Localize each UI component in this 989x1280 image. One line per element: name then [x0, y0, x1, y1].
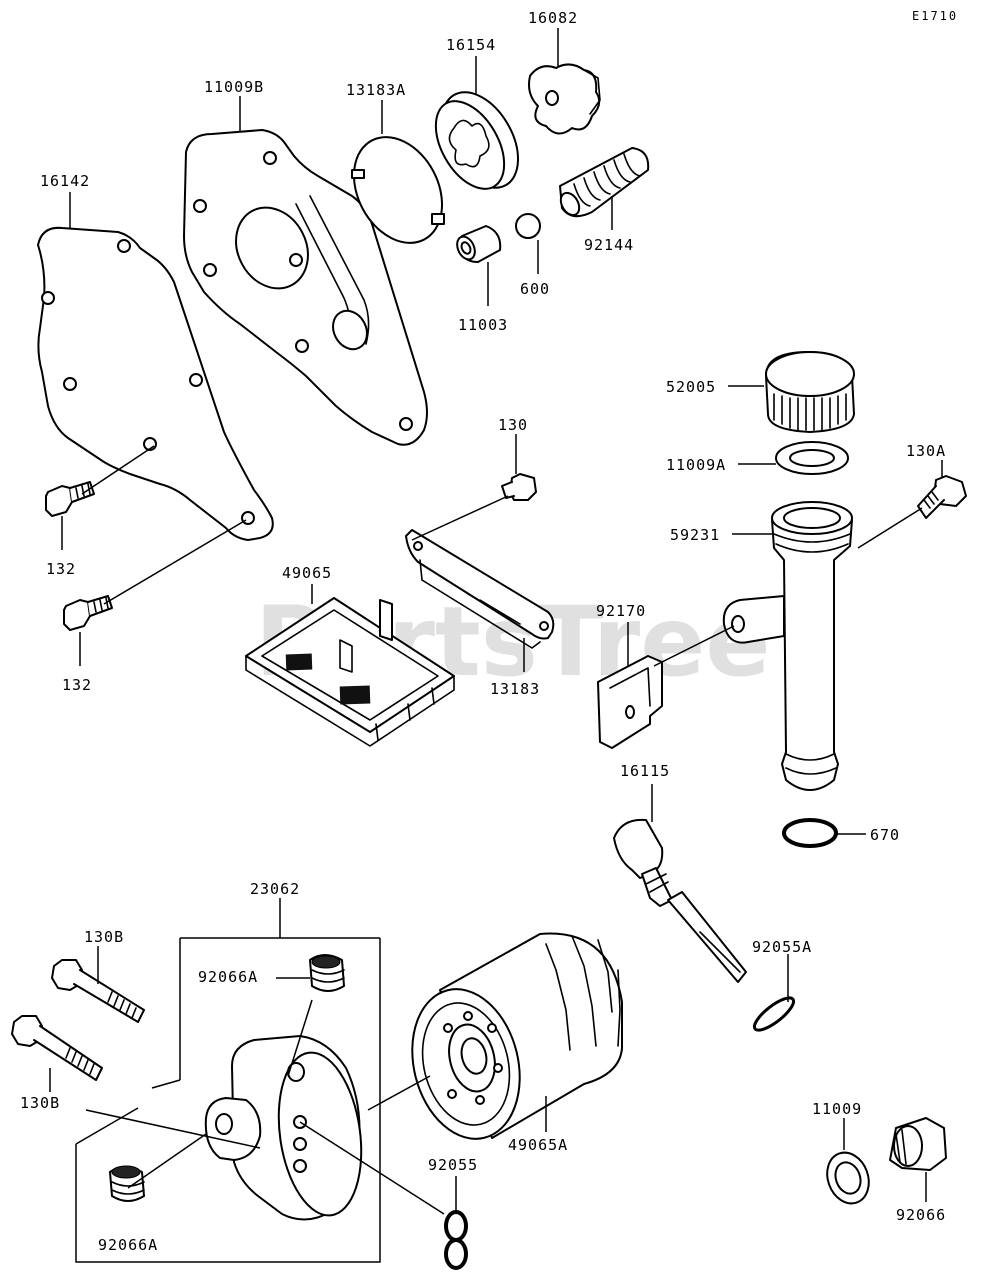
part-132-bolt-lower[interactable]: [63, 595, 113, 631]
label-11009[interactable]: 11009: [812, 1100, 862, 1118]
part-92170-clamp[interactable]: [597, 655, 663, 749]
part-13183A-cover[interactable]: [336, 122, 459, 258]
label-92055[interactable]: 92055: [428, 1156, 478, 1174]
label-11003[interactable]: 11003: [458, 316, 508, 334]
part-92055A-o-ring[interactable]: [750, 993, 798, 1035]
part-11009-washer[interactable]: [820, 1147, 875, 1210]
part-11003-bushing[interactable]: [454, 225, 502, 263]
leader-lines: [49, 28, 943, 1263]
part-670-o-ring[interactable]: [782, 818, 838, 848]
label-92066A-lower[interactable]: 92066A: [98, 1236, 158, 1254]
part-52005-cap[interactable]: [765, 351, 855, 433]
label-132-lower[interactable]: 132: [62, 676, 92, 694]
part-49065A-oil-filter[interactable]: [397, 932, 623, 1151]
diagram-code: E1710: [912, 9, 958, 23]
label-92144[interactable]: 92144: [584, 236, 634, 254]
part-59231-filler-tube[interactable]: [722, 501, 853, 791]
part-600-ball[interactable]: [515, 213, 541, 239]
label-130B-upper[interactable]: 130B: [84, 928, 124, 946]
label-16142[interactable]: 16142: [40, 172, 90, 190]
label-11009B[interactable]: 11009B: [204, 78, 264, 96]
label-16082[interactable]: 16082: [528, 9, 578, 27]
label-11009A[interactable]: 11009A: [666, 456, 726, 474]
label-16115[interactable]: 16115: [620, 762, 670, 780]
label-130B-lower[interactable]: 130B: [20, 1094, 60, 1112]
label-13183A[interactable]: 13183A: [346, 81, 406, 99]
part-16082-inner-rotor[interactable]: [528, 63, 601, 135]
part-16115-dipstick[interactable]: [613, 818, 747, 983]
part-130A-bolt[interactable]: [917, 475, 967, 519]
part-16142-plate[interactable]: [37, 226, 274, 541]
part-13183-plate[interactable]: [405, 529, 555, 649]
part-92055-o-ring[interactable]: [444, 1210, 468, 1270]
label-132-upper[interactable]: 132: [46, 560, 76, 578]
label-92066A-upper[interactable]: 92066A: [198, 968, 258, 986]
part-130B-bolt-lower[interactable]: [11, 1015, 103, 1081]
label-52005[interactable]: 52005: [666, 378, 716, 396]
part-labels: 16082 16154 11009B 13183A 16142 92144 60…: [20, 9, 946, 1254]
label-23062[interactable]: 23062: [250, 880, 300, 898]
part-49065-strainer[interactable]: [245, 597, 455, 747]
label-130A[interactable]: 130A: [906, 442, 946, 460]
part-16154-rotor[interactable]: [422, 79, 534, 201]
part-132-bolt-upper[interactable]: [45, 481, 95, 517]
label-49065A[interactable]: 49065A: [508, 1136, 568, 1154]
part-92144-spring[interactable]: [557, 147, 650, 218]
part-11009A-washer[interactable]: [775, 441, 849, 475]
label-92170[interactable]: 92170: [596, 602, 646, 620]
label-16154[interactable]: 16154: [446, 36, 496, 54]
label-670[interactable]: 670: [870, 826, 900, 844]
part-130-bolt[interactable]: [501, 473, 537, 501]
label-92066[interactable]: 92066: [896, 1206, 946, 1224]
part-23062-filter-base[interactable]: [204, 1035, 371, 1221]
label-49065[interactable]: 49065: [282, 564, 332, 582]
part-11009B-gasket[interactable]: [183, 129, 428, 446]
part-92066A-plug-lower[interactable]: [109, 1165, 145, 1202]
part-130B-bolt-upper[interactable]: [51, 959, 145, 1023]
label-600[interactable]: 600: [520, 280, 550, 298]
label-130[interactable]: 130: [498, 416, 528, 434]
label-59231[interactable]: 59231: [670, 526, 720, 544]
part-92066-plug[interactable]: [889, 1117, 947, 1171]
label-92055A[interactable]: 92055A: [752, 938, 812, 956]
label-13183[interactable]: 13183: [490, 680, 540, 698]
part-92066A-plug-upper[interactable]: [309, 954, 345, 992]
